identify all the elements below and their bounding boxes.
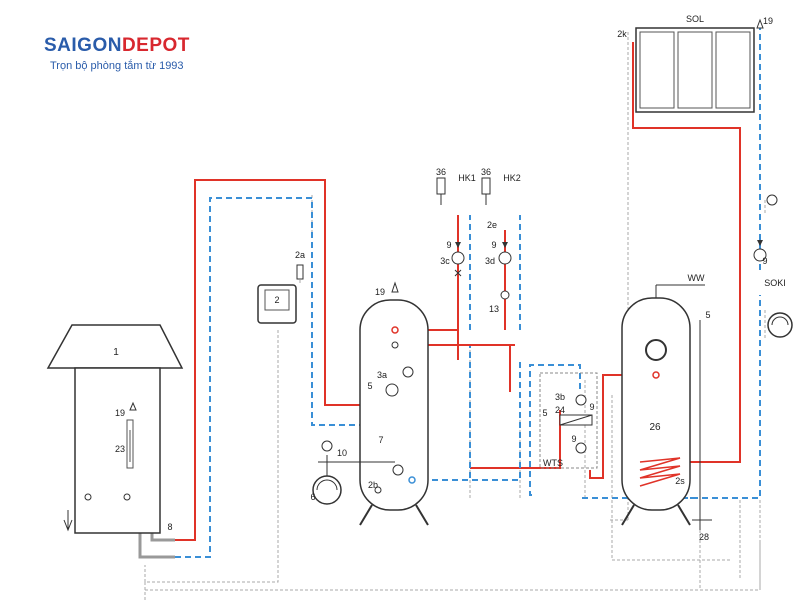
brand-name: SAIGONDEPOT — [44, 35, 190, 56]
sensor-label-2k: 2k — [617, 29, 627, 39]
exchanger-label-24: 24 — [555, 405, 565, 415]
pump-label-3c: 3c — [440, 256, 450, 266]
dhw-tank — [621, 284, 712, 530]
check-label-9b: 9 — [491, 240, 496, 250]
wts-module — [539, 372, 598, 469]
sensor-label-2s: 2s — [675, 476, 685, 486]
controller — [257, 264, 304, 324]
mixer-label-13: 13 — [489, 304, 499, 314]
item-label-28: 28 — [699, 532, 709, 542]
circuit-hk2 — [481, 177, 512, 300]
boiler — [46, 324, 184, 534]
check-label-9c: 9 — [589, 402, 594, 412]
expansion-vessel — [312, 440, 395, 505]
wts-label: WTS — [543, 458, 563, 468]
pump-label-3a: 3a — [377, 370, 387, 380]
sensor-label-2a: 2a — [295, 250, 305, 260]
item-label-8: 8 — [167, 522, 172, 532]
tank-label-26: 26 — [649, 422, 661, 433]
sensor-label-2b: 2b — [368, 480, 378, 490]
valve-label-5b: 5 — [542, 408, 547, 418]
boiler-label: 1 — [113, 347, 119, 358]
solar-station — [753, 194, 793, 338]
valve-label-5c: 5 — [705, 310, 710, 320]
brand-tagline: Trọn bộ phòng tắm từ 1993 — [50, 60, 184, 72]
solar-label: SOL — [686, 14, 704, 24]
pump-label-3d: 3d — [485, 256, 495, 266]
item-label-23: 23 — [115, 444, 125, 454]
circuit-hk1 — [436, 177, 465, 277]
pump-label-3b: 3b — [555, 392, 565, 402]
vent-icon — [129, 401, 137, 411]
vent-label-19a: 19 — [115, 408, 125, 418]
buffer-tank — [359, 281, 429, 526]
vent-label-19c: 19 — [763, 16, 773, 26]
valve-label-5a: 5 — [367, 381, 372, 391]
hk1-label: HK1 — [458, 173, 476, 183]
hk2-label: HK2 — [503, 173, 521, 183]
ww-label: WW — [688, 273, 705, 283]
soki-label: SOKI — [764, 278, 786, 288]
brand-logo: SAIGONDEPOT Trọn bộ phòng tắm từ 1993 — [44, 35, 190, 72]
buffer-label-7: 7 — [378, 435, 383, 445]
item-label-10: 10 — [337, 448, 347, 458]
expansion-label-6: 6 — [310, 492, 315, 502]
controller-label: 2 — [274, 295, 279, 305]
vent-label-19b: 19 — [375, 287, 385, 297]
thermo-label-36a: 36 — [436, 167, 446, 177]
solar-collector — [635, 18, 764, 113]
check-label-9d: 9 — [571, 434, 576, 444]
check-label-9a: 9 — [446, 240, 451, 250]
thermo-label-36b: 36 — [481, 167, 491, 177]
sensor-label-2e: 2e — [487, 220, 497, 230]
check-label-9e: 9 — [762, 256, 767, 266]
